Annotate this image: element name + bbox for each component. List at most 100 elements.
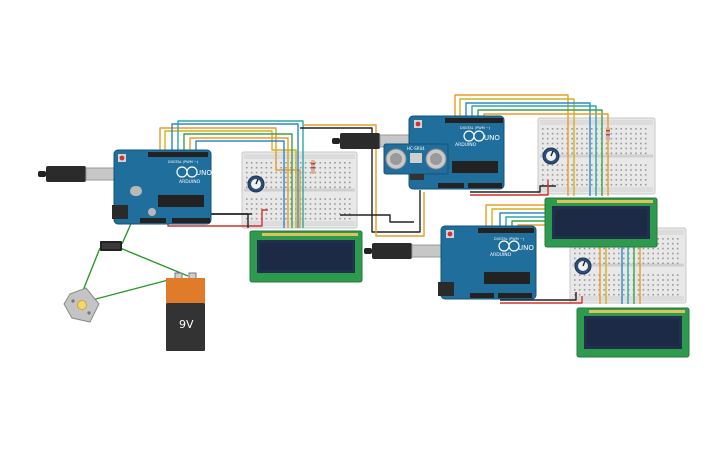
battery-9v[interactable]: 9V: [166, 272, 205, 351]
breadboard-hole: [280, 203, 282, 205]
breadboard-hole: [613, 257, 615, 260]
breadboard-hole: [647, 289, 650, 291]
breadboard-hole: [339, 213, 341, 215]
potentiometer-bottom-right[interactable]: [574, 257, 592, 275]
breadboard-hole: [620, 174, 622, 176]
breadboard-hole: [561, 183, 564, 186]
breadboard-hole: [586, 174, 588, 176]
breadboard-hole: [314, 171, 317, 174]
breadboard-hole: [630, 183, 632, 186]
breadboard-hole: [319, 166, 322, 169]
breadboard-hole: [613, 289, 615, 291]
breadboard-hole: [588, 289, 591, 291]
breadboard-hole: [642, 284, 645, 286]
breadboard-hole: [309, 176, 312, 179]
breadboard-hole: [623, 293, 625, 296]
breadboard-hole: [578, 289, 581, 291]
ultrasonic-sensor[interactable]: HC-SR04: [383, 143, 449, 180]
breadboard-hole: [344, 176, 346, 179]
breadboard-hole: [542, 164, 544, 166]
relay[interactable]: [100, 241, 122, 251]
breadboard-hole: [620, 142, 622, 145]
breadboard-hole: [329, 186, 331, 189]
resistor-left[interactable]: [311, 160, 315, 174]
breadboard-hole: [591, 142, 593, 145]
breadboard-hole: [574, 252, 576, 255]
breadboard-hole: [561, 164, 564, 166]
breadboard-hole: [642, 289, 645, 291]
breadboard-hole: [290, 198, 292, 200]
breadboard-hole: [615, 137, 618, 140]
resistor-top-right[interactable]: [606, 127, 610, 141]
breadboard-hole: [623, 257, 625, 260]
lcd-left[interactable]: [249, 230, 363, 283]
breadboard-hole: [246, 198, 248, 200]
breadboard-hole: [640, 169, 642, 171]
breadboard-hole: [546, 179, 549, 181]
breadboard-hole: [637, 289, 640, 291]
breadboard-hole: [652, 257, 654, 260]
breadboard-hole: [625, 169, 627, 171]
breadboard-hole: [280, 181, 282, 184]
breadboard-hole: [586, 152, 588, 155]
breadboard-hole: [270, 198, 273, 200]
breadboard-hole: [640, 183, 642, 186]
breadboard-hole: [610, 164, 613, 166]
breadboard-hole: [588, 257, 591, 260]
breadboard-hole: [593, 274, 596, 276]
breadboard-hole: [618, 257, 620, 260]
arduino-uno-left[interactable]: ARDUINO UNO DIGITAL (PWM ~): [38, 149, 212, 225]
breadboard-hole: [329, 208, 331, 210]
breadboard-hole: [635, 179, 637, 181]
breadboard-hole: [644, 183, 647, 186]
breadboard-hole: [605, 169, 608, 171]
breadboard-hole: [344, 198, 346, 200]
breadboard-hole: [630, 142, 632, 145]
breadboard-hole: [260, 208, 263, 210]
breadboard-hole: [574, 247, 576, 250]
breadboard-hole: [344, 186, 346, 189]
breadboard-hole: [667, 252, 669, 255]
potentiometer-left[interactable]: [247, 175, 265, 193]
breadboard-hole: [603, 262, 605, 265]
lcd-top-right[interactable]: [544, 197, 658, 248]
breadboard-hole: [640, 132, 642, 135]
potentiometer-top-right[interactable]: [542, 147, 560, 165]
breadboard-hole: [652, 279, 654, 281]
breadboard-hole: [672, 293, 674, 296]
breadboard-hole: [610, 174, 613, 176]
breadboard-hole: [620, 147, 622, 150]
breadboard-hole: [339, 166, 341, 169]
breadboard-hole: [334, 203, 336, 205]
breadboard-hole: [640, 128, 642, 130]
breadboard-hole: [644, 174, 647, 176]
breadboard-hole: [571, 142, 573, 145]
lcd-bottom-right[interactable]: [576, 307, 690, 358]
breadboard-hole: [319, 198, 322, 200]
breadboard-hole: [265, 203, 268, 205]
breadboard-hole: [635, 152, 637, 155]
dc-motor[interactable]: [63, 287, 100, 323]
breadboard-hole: [314, 203, 317, 205]
breadboard-hole: [593, 262, 596, 265]
arduino-uno-bottom[interactable]: ARDUINO UNO DIGITAL (PWM ~): [364, 225, 537, 300]
breadboard-hole: [561, 132, 564, 135]
breadboard-hole: [652, 284, 654, 286]
breadboard-hole: [603, 257, 605, 260]
breadboard-hole: [304, 186, 307, 189]
breadboard-hole: [588, 247, 591, 250]
breadboard-hole: [667, 262, 669, 265]
breadboard-hole: [339, 181, 341, 184]
breadboard-hole: [667, 284, 669, 286]
breadboard-hole: [314, 181, 317, 184]
breadboard-hole: [618, 262, 620, 265]
breadboard-hole: [246, 162, 248, 164]
breadboard-hole: [608, 274, 610, 276]
breadboard-hole: [672, 289, 674, 291]
breadboard-hole: [667, 238, 669, 240]
breadboard-hole: [586, 147, 588, 150]
breadboard-hole: [348, 166, 351, 169]
breadboard-hole: [578, 284, 581, 286]
breadboard-hole: [255, 217, 258, 220]
